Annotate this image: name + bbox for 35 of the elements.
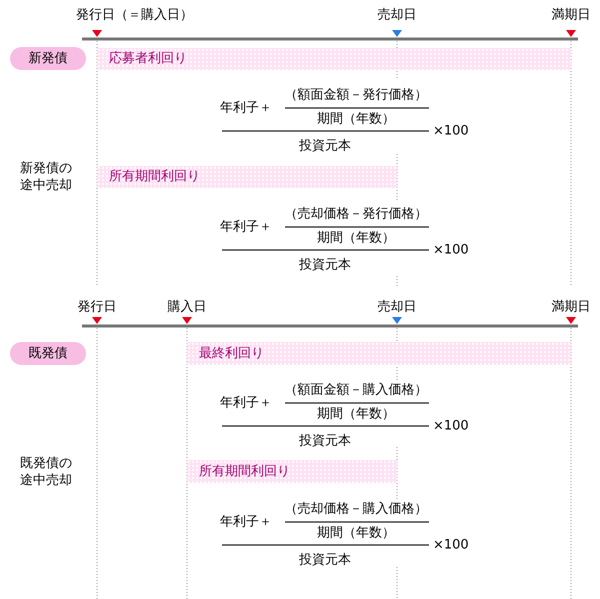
formula-denominator: 投資元本 bbox=[299, 138, 351, 154]
yield-band: 所有期間利回り bbox=[187, 460, 397, 483]
formula-multiplier: ×100 bbox=[433, 124, 469, 138]
formula-term: 年利子＋ bbox=[220, 100, 272, 116]
yield-band: 応募者利回り bbox=[97, 48, 571, 70]
date-label: 売却日 bbox=[378, 300, 416, 314]
date-label: 売却日 bbox=[378, 8, 416, 22]
formula-term: 年利子＋ bbox=[220, 220, 272, 234]
category-pill: 新発債 bbox=[10, 47, 86, 70]
formula-denominator: 期間（年数） bbox=[317, 230, 395, 246]
formula-denominator: 期間（年数） bbox=[317, 406, 395, 422]
formula-multiplier: ×100 bbox=[433, 538, 469, 552]
formula-multiplier: ×100 bbox=[433, 242, 469, 258]
formula-numerator: （売却価格－購入価格） bbox=[284, 502, 428, 516]
category-pill: 既発債 bbox=[10, 342, 86, 365]
date-label: 発行日 bbox=[78, 300, 116, 314]
date-label: 満期日 bbox=[552, 8, 590, 22]
formula-denominator: 投資元本 bbox=[299, 552, 351, 568]
row-label: 既発債の途中売却 bbox=[20, 455, 72, 489]
formula-numerator: （額面金額－購入価格） bbox=[284, 382, 428, 398]
formula-denominator: 投資元本 bbox=[299, 434, 351, 448]
formula-denominator: 投資元本 bbox=[299, 258, 351, 272]
date-label: 購入日 bbox=[168, 300, 206, 314]
yield-band: 所有期間利回り bbox=[97, 166, 397, 188]
formula-numerator: （売却価格－発行価格） bbox=[284, 206, 428, 222]
yield-band: 最終利回り bbox=[187, 342, 571, 365]
formula-numerator: （額面金額－発行価格） bbox=[284, 88, 428, 102]
formula-term: 年利子＋ bbox=[220, 514, 272, 530]
formula-denominator: 期間（年数） bbox=[317, 526, 395, 540]
date-label: 満期日 bbox=[552, 300, 590, 314]
date-label: 発行日（＝購入日） bbox=[76, 8, 193, 22]
formula-term: 年利子＋ bbox=[220, 396, 272, 410]
row-label: 新発債の途中売却 bbox=[20, 160, 72, 194]
formula-multiplier: ×100 bbox=[433, 418, 469, 434]
formula-denominator: 期間（年数） bbox=[317, 112, 395, 126]
